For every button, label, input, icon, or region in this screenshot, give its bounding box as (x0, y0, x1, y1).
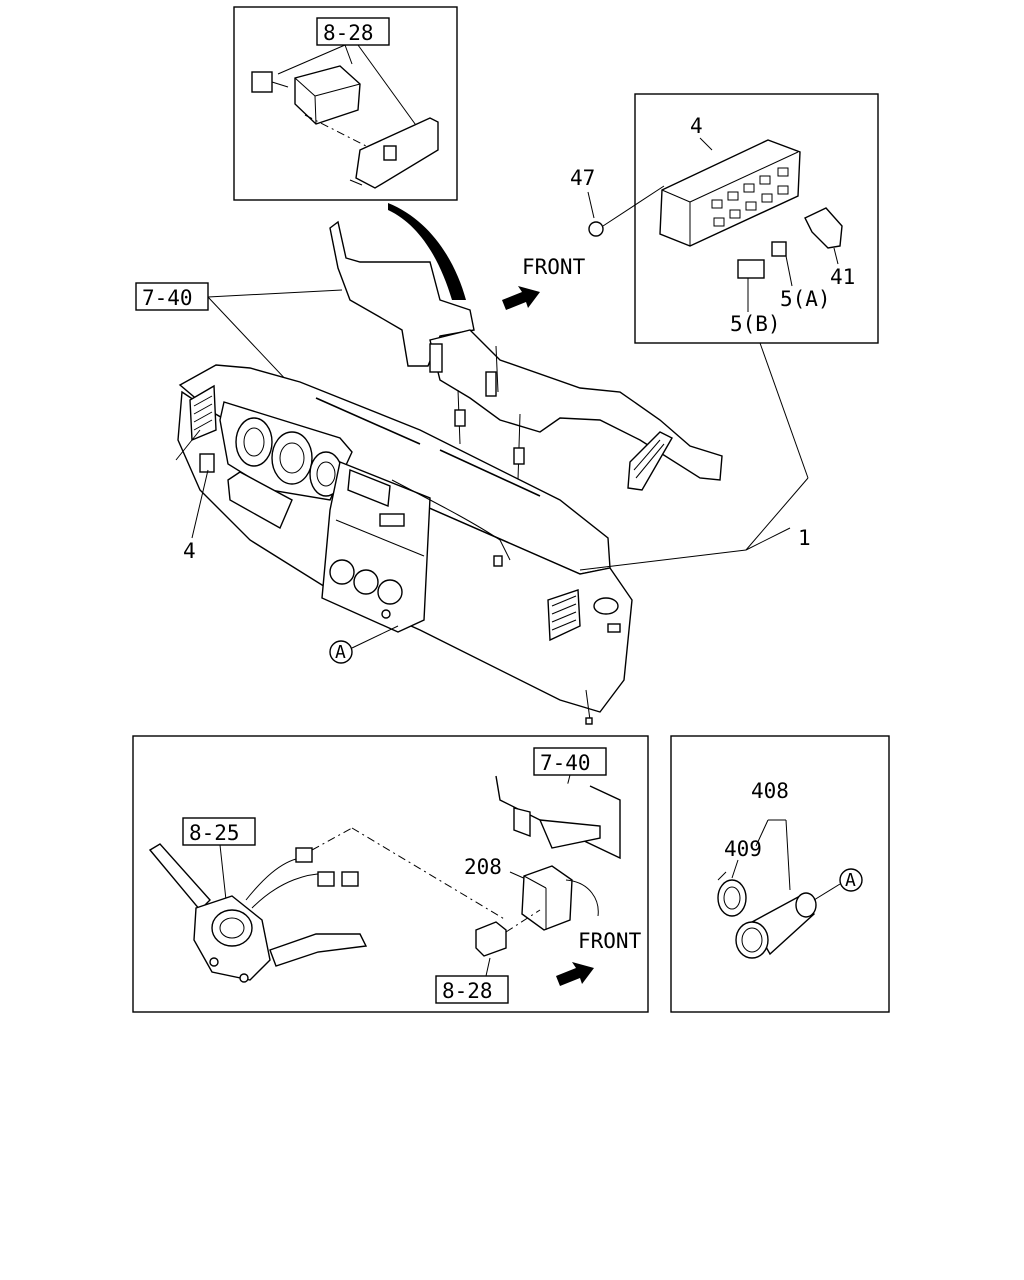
part-number-47: 47 (570, 166, 595, 190)
bracket-part (349, 117, 439, 189)
ref-box-8-28-inset[interactable] (435, 975, 509, 1004)
front-indicator-top: FRONT (502, 255, 586, 310)
reference-marker-a-inset (839, 868, 863, 892)
cross-car-beam (329, 220, 723, 491)
inset-pointer-arrow (388, 203, 466, 300)
reference-marker-a-inset-label: A (845, 870, 856, 891)
part-number-41: 41 (830, 265, 855, 289)
part-number-4-left: 4 (183, 539, 196, 563)
inset-cigarette-lighter: 408 409 A (670, 735, 890, 1013)
front-label-top: FRONT (522, 255, 586, 279)
fuse-5b-part (737, 259, 765, 279)
part-number-208: 208 (464, 855, 502, 879)
lighter-socket-part (735, 892, 817, 959)
front-label-inset: FRONT (578, 929, 642, 953)
lighter-knob-part (717, 871, 747, 917)
fuse-5a-part (771, 241, 787, 257)
inset-relay-bracket: 8-28 (233, 6, 458, 201)
bolt-part (251, 71, 289, 93)
reference-marker-a-main-label: A (335, 642, 346, 663)
part-number-409: 409 (724, 837, 762, 861)
part-number-408: 408 (751, 779, 789, 803)
ref-label-7-40-inset: 7-40 (540, 751, 591, 775)
ref-box-8-28-top[interactable] (316, 17, 390, 46)
instrument-panel (175, 364, 633, 725)
part-number-5b: 5(B) (730, 312, 781, 336)
ref-label-8-28-inset: 8-28 (442, 979, 493, 1003)
combination-switch-part (148, 843, 368, 983)
inset-fuse-box: 4 47 41 5(A) 5(B) (570, 93, 879, 344)
ref-label-8-28-top: 8-28 (323, 21, 374, 45)
ref-label-7-40: 7-40 (142, 286, 193, 310)
screw-part (588, 221, 604, 237)
part-number-4-top: 4 (690, 114, 703, 138)
ref-label-8-25: 8-25 (189, 821, 240, 845)
fuse-puller-part (804, 207, 843, 249)
part-number-5a: 5(A) (780, 287, 831, 311)
front-arrow-icon (502, 286, 540, 310)
part-number-1: 1 (798, 526, 811, 550)
inset-combination-switch: 7-40 208 8-28 FRONT 8-25 (132, 735, 649, 1013)
fuse-box-part (659, 139, 801, 247)
ref-box-8-25[interactable] (182, 817, 256, 846)
relay-unit-part (294, 65, 371, 149)
reference-marker-a-main (329, 640, 353, 664)
relay-part (475, 921, 507, 957)
front-arrow-inset-icon (556, 962, 594, 986)
